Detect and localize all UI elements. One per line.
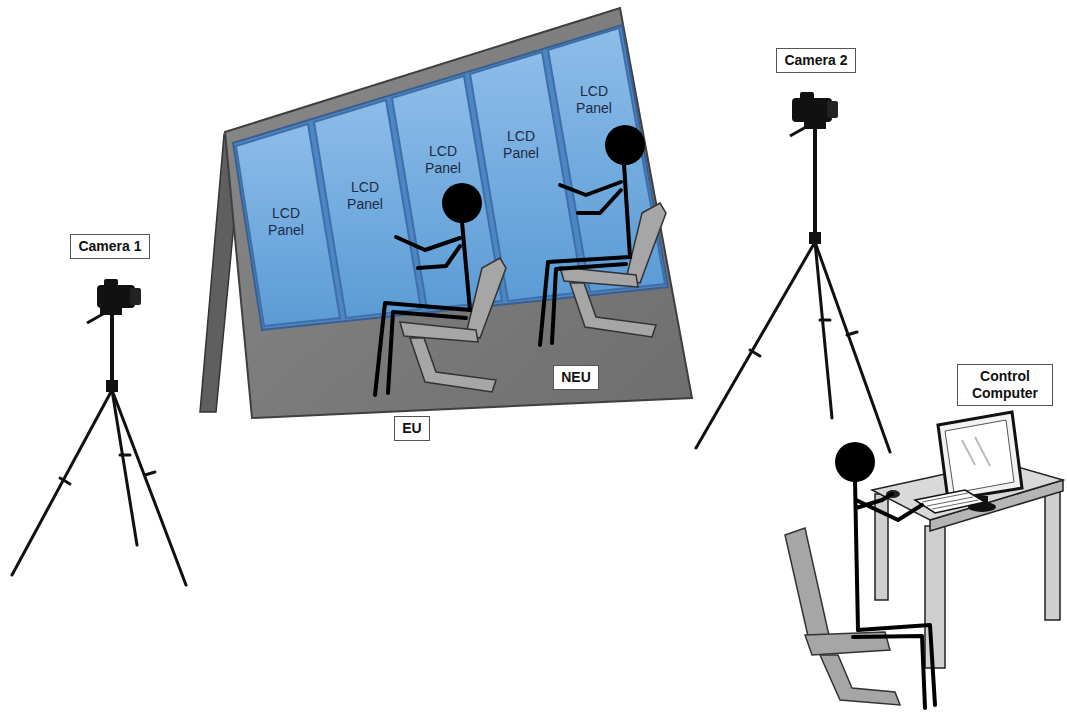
- label-box: EU: [394, 416, 429, 441]
- panel-label: LCD Panel: [420, 143, 466, 177]
- setup-label: Control Computer: [965, 368, 1045, 402]
- label-box: NEU: [553, 365, 599, 390]
- lcd-panel: LCD Panel: [498, 128, 544, 162]
- lcd-panel: LCD Panel: [420, 143, 466, 177]
- panel-label: LCD Panel: [342, 179, 388, 213]
- panel-label: LCD Panel: [571, 83, 617, 117]
- setup-label: EU: [402, 420, 421, 437]
- lcd-panel: LCD Panel: [342, 179, 388, 213]
- lcd-panel: LCD Panel: [263, 205, 309, 239]
- panel-label: LCD Panel: [263, 205, 309, 239]
- camera-tripod: [12, 279, 186, 585]
- label-box: Control Computer: [957, 364, 1053, 406]
- control-station: [785, 412, 1063, 708]
- seated-person-eu: [375, 183, 506, 395]
- setup-label: Camera 1: [78, 238, 141, 255]
- display-wall: [200, 8, 692, 418]
- camera-tripod: [696, 92, 890, 452]
- setup-label: NEU: [561, 369, 591, 386]
- label-box: Camera 2: [776, 48, 855, 73]
- label-box: Camera 1: [70, 234, 149, 259]
- seated-person-neu: [540, 125, 666, 345]
- setup-label: Camera 2: [784, 52, 847, 69]
- lcd-panel: LCD Panel: [571, 83, 617, 117]
- panel-label: LCD Panel: [498, 128, 544, 162]
